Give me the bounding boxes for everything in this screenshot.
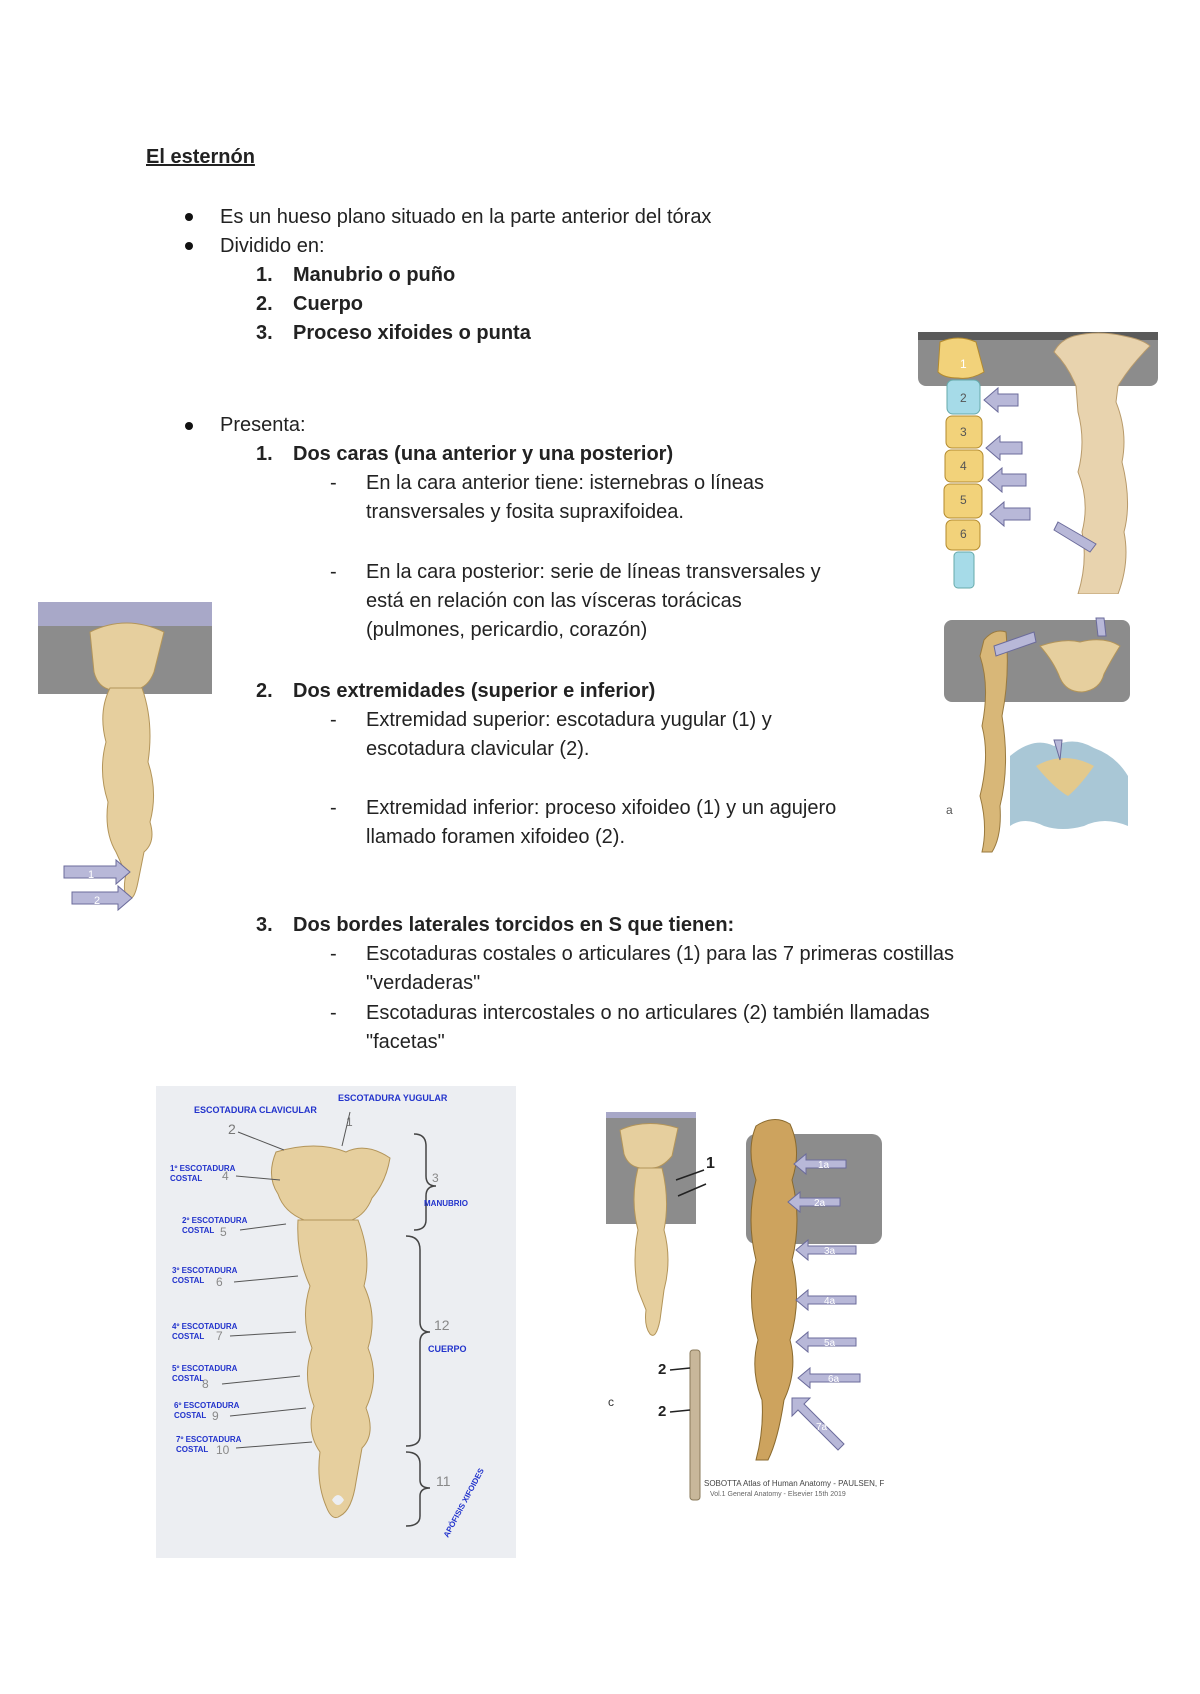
costal-label: 6º ESCOTADURA bbox=[174, 1401, 240, 1410]
bullet-dot bbox=[185, 242, 193, 250]
detail-text: Extremidad inferior: proceso xifoideo (1… bbox=[366, 797, 837, 819]
bullet-text: Es un hueso plano situado en la parte an… bbox=[220, 206, 712, 228]
arrow-label: 1a bbox=[818, 1160, 830, 1171]
anatomy-number: 1 bbox=[346, 1115, 353, 1129]
list-item: Manubrio o puño bbox=[293, 264, 456, 286]
anatomy-number: 6 bbox=[216, 1275, 223, 1289]
bullet-text: Presenta: bbox=[220, 414, 306, 436]
anatomy-label: ESCOTADURA YUGULAR bbox=[338, 1093, 448, 1103]
sternebra-label: 3 bbox=[960, 425, 967, 439]
list-number: 1. bbox=[256, 443, 273, 465]
detail-text: Escotaduras costales o articulares (1) p… bbox=[366, 943, 955, 965]
detail-text: En la cara anterior tiene: isternebras o… bbox=[366, 472, 764, 494]
detail-text: En la cara posterior: serie de líneas tr… bbox=[366, 561, 821, 583]
detail-text: está en relación con las vísceras toráci… bbox=[366, 590, 742, 612]
sternebra-label: 4 bbox=[960, 459, 967, 473]
anatomy-number: 2 bbox=[658, 1403, 666, 1420]
anatomy-number: 9 bbox=[212, 1409, 219, 1423]
anatomy-number: 2 bbox=[228, 1121, 236, 1137]
costal-label: COSTAL bbox=[176, 1445, 208, 1454]
detail-text: Escotaduras intercostales o no articular… bbox=[366, 1002, 930, 1024]
costal-label: 4º ESCOTADURA bbox=[172, 1322, 238, 1331]
sternebra-label: 1 bbox=[960, 357, 967, 371]
region-label: MANUBRIO bbox=[424, 1199, 468, 1208]
list-item: Proceso xifoides o punta bbox=[293, 322, 531, 344]
anatomy-number: 5 bbox=[220, 1225, 227, 1239]
figure-caption: c bbox=[608, 1395, 614, 1409]
anatomy-number: 7 bbox=[216, 1329, 223, 1343]
anatomy-number: 2 bbox=[658, 1361, 666, 1378]
arrow-label: 5a bbox=[824, 1338, 836, 1349]
costal-label: 2º ESCOTADURA bbox=[182, 1216, 248, 1225]
arrow-label: 2a bbox=[814, 1198, 826, 1209]
dash-marker: - bbox=[330, 943, 337, 965]
figure-sternum-sternebrae: 1 2 3 4 5 6 bbox=[918, 332, 1158, 594]
costal-label: 3º ESCOTADURA bbox=[172, 1266, 238, 1275]
figure-sternum-lateral: a bbox=[944, 616, 1130, 858]
bullet-dot bbox=[185, 213, 193, 221]
costal-label: COSTAL bbox=[172, 1332, 204, 1341]
arrow-label: 1 bbox=[88, 869, 94, 881]
list-number: 1. bbox=[256, 264, 273, 286]
figure-sternum-labeled: ESCOTADURA CLAVICULAR ESCOTADURA YUGULAR… bbox=[156, 1086, 516, 1558]
anatomy-number: 12 bbox=[434, 1317, 450, 1333]
sternebra-label: 2 bbox=[960, 391, 967, 405]
arrow-label: 2 bbox=[94, 895, 100, 907]
sternebra-label: 6 bbox=[960, 527, 967, 541]
figure-credit: Vol.1 General Anatomy - Elsevier 15th 20… bbox=[710, 1491, 846, 1498]
list-number: 3. bbox=[256, 914, 273, 936]
dash-marker: - bbox=[330, 561, 337, 583]
anatomy-number: 11 bbox=[436, 1473, 451, 1489]
detail-text: transversales y fosita supraxifoidea. bbox=[366, 501, 684, 523]
arrow-label: 6a bbox=[828, 1374, 840, 1385]
detail-text: "facetas" bbox=[366, 1031, 445, 1053]
dash-marker: - bbox=[330, 1002, 337, 1024]
arrow-label: 3a bbox=[824, 1246, 836, 1257]
list-number: 3. bbox=[256, 322, 273, 344]
section-heading: Dos caras (una anterior y una posterior) bbox=[293, 443, 674, 465]
costal-label: COSTAL bbox=[172, 1374, 204, 1383]
list-item: Cuerpo bbox=[293, 293, 363, 315]
figure-sternum-xiphoid: 1 2 bbox=[38, 602, 212, 920]
page-title: El esternón bbox=[146, 146, 255, 168]
costal-label: COSTAL bbox=[174, 1411, 206, 1420]
anatomy-number: 4 bbox=[222, 1169, 229, 1183]
detail-text: (pulmones, pericardio, corazón) bbox=[366, 619, 648, 641]
anatomy-number: 8 bbox=[202, 1377, 209, 1391]
detail-text: "verdaderas" bbox=[366, 972, 481, 994]
figure-caption: a bbox=[946, 803, 953, 817]
costal-label: COSTAL bbox=[182, 1226, 214, 1235]
arrow-label: 7a bbox=[816, 1422, 828, 1433]
sternebra-label: 5 bbox=[960, 493, 967, 507]
anatomy-number: 3 bbox=[432, 1171, 439, 1185]
figure-sternum-costal-notches: 1 1a 2a 3a 4a 5a 6a 7a bbox=[606, 1110, 886, 1504]
dash-marker: - bbox=[330, 709, 337, 731]
anatomy-number: 10 bbox=[216, 1443, 230, 1457]
anatomy-number: 1 bbox=[706, 1155, 715, 1172]
costal-label: COSTAL bbox=[172, 1276, 204, 1285]
dash-marker: - bbox=[330, 472, 337, 494]
anatomy-label: ESCOTADURA CLAVICULAR bbox=[194, 1105, 317, 1115]
costal-label: COSTAL bbox=[170, 1174, 202, 1183]
bullet-dot bbox=[185, 422, 193, 430]
detail-text: escotadura clavicular (2). bbox=[366, 738, 590, 760]
section-heading: Dos extremidades (superior e inferior) bbox=[293, 680, 656, 702]
bullet-text: Dividido en: bbox=[220, 235, 325, 257]
dash-marker: - bbox=[330, 797, 337, 819]
detail-text: llamado foramen xifoideo (2). bbox=[366, 826, 626, 848]
region-label: CUERPO bbox=[428, 1344, 467, 1354]
arrow-label: 4a bbox=[824, 1296, 836, 1307]
detail-text: Extremidad superior: escotadura yugular … bbox=[366, 709, 772, 731]
costal-label: 5º ESCOTADURA bbox=[172, 1364, 238, 1373]
list-number: 2. bbox=[256, 680, 273, 702]
figure-credit: SOBOTTA Atlas of Human Anatomy - PAULSEN… bbox=[704, 1479, 884, 1488]
costal-label: 7º ESCOTADURA bbox=[176, 1435, 242, 1444]
section-heading: Dos bordes laterales torcidos en S que t… bbox=[293, 914, 735, 936]
costal-label: 1º ESCOTADURA bbox=[170, 1164, 236, 1173]
list-number: 2. bbox=[256, 293, 273, 315]
